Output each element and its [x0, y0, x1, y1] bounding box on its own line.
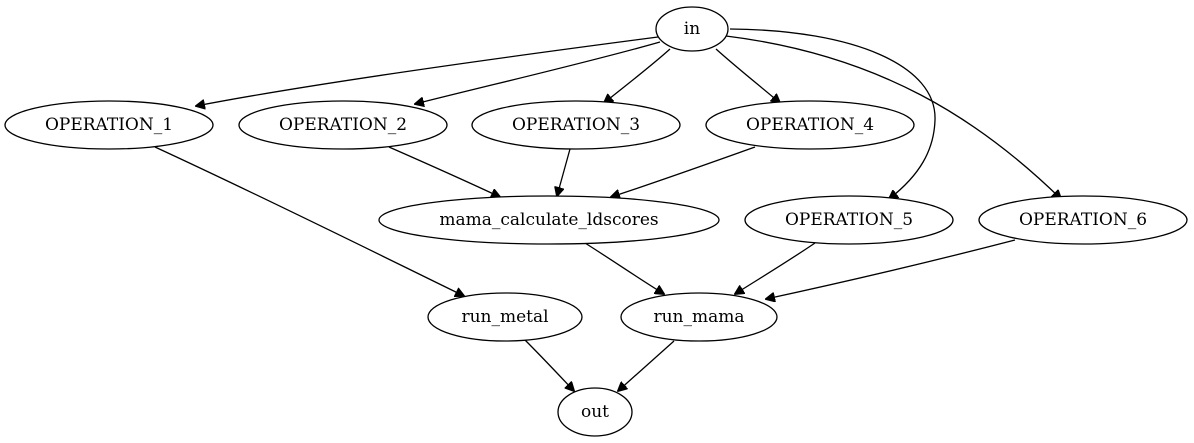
- node-out[interactable]: out: [557, 387, 633, 437]
- node-operation-6-label: OPERATION_6: [1019, 210, 1147, 230]
- node-out-label: out: [581, 402, 609, 422]
- node-operation-2-label: OPERATION_2: [279, 115, 407, 135]
- edge-op2-to-ldscores: [388, 146, 500, 197]
- edge-op1-to-metal: [154, 146, 464, 296]
- node-operation-5-shape: [744, 195, 954, 245]
- edge-op5-to-mama: [735, 242, 816, 294]
- node-operation-5-label: OPERATION_5: [785, 210, 913, 230]
- node-in[interactable]: in: [655, 6, 729, 52]
- node-run-mama-label: run_mama: [653, 307, 744, 327]
- edge-mama-to-out: [618, 340, 675, 391]
- edge-metal-to-out: [524, 339, 574, 391]
- node-operation-3-label: OPERATION_3: [512, 115, 640, 135]
- edge-in-to-op1: [196, 36, 659, 106]
- node-operation-1[interactable]: OPERATION_1: [4, 100, 214, 150]
- node-operation-3-shape: [471, 100, 681, 150]
- node-run-metal-label: run_metal: [461, 307, 548, 327]
- edge-in-to-op6: [725, 35, 1061, 199]
- node-in-shape: [655, 6, 729, 52]
- node-operation-1-shape: [4, 100, 214, 150]
- node-operation-2[interactable]: OPERATION_2: [238, 100, 448, 150]
- edge-in-to-op5: [729, 28, 936, 199]
- node-mama-calculate-ldscores-shape: [378, 195, 720, 245]
- edge-op3-to-ldscores: [557, 148, 571, 196]
- node-operation-6-shape: [978, 195, 1188, 245]
- node-operation-3[interactable]: OPERATION_3: [471, 100, 681, 150]
- node-operation-1-label: OPERATION_1: [45, 115, 173, 135]
- node-mama-calculate-ldscores-label: mama_calculate_ldscores: [439, 210, 658, 230]
- node-operation-6[interactable]: OPERATION_6: [978, 195, 1188, 245]
- edge-in-to-op3: [604, 48, 671, 103]
- edges-layer: [154, 28, 1061, 391]
- node-out-shape: [557, 387, 633, 437]
- edge-op4-to-ldscores: [611, 146, 756, 197]
- node-run-metal-shape: [427, 292, 583, 342]
- node-operation-5[interactable]: OPERATION_5: [744, 195, 954, 245]
- edge-ldscores-to-mama: [584, 242, 664, 294]
- node-operation-4-shape: [705, 100, 915, 150]
- edge-in-to-op4: [715, 48, 780, 103]
- node-operation-4-label: OPERATION_4: [746, 115, 874, 135]
- node-operation-4[interactable]: OPERATION_4: [705, 100, 915, 150]
- node-in-label: in: [684, 19, 700, 39]
- edge-op6-to-mama: [766, 239, 1016, 299]
- node-run-mama-shape: [620, 292, 778, 342]
- node-operation-2-shape: [238, 100, 448, 150]
- node-run-metal[interactable]: run_metal: [427, 292, 583, 342]
- edge-in-to-op2: [415, 41, 661, 104]
- nodes-layer: in OPERATION_1 OPERATION_2 OPERATION_3 O…: [4, 6, 1188, 437]
- node-run-mama[interactable]: run_mama: [620, 292, 778, 342]
- node-mama-calculate-ldscores[interactable]: mama_calculate_ldscores: [378, 195, 720, 245]
